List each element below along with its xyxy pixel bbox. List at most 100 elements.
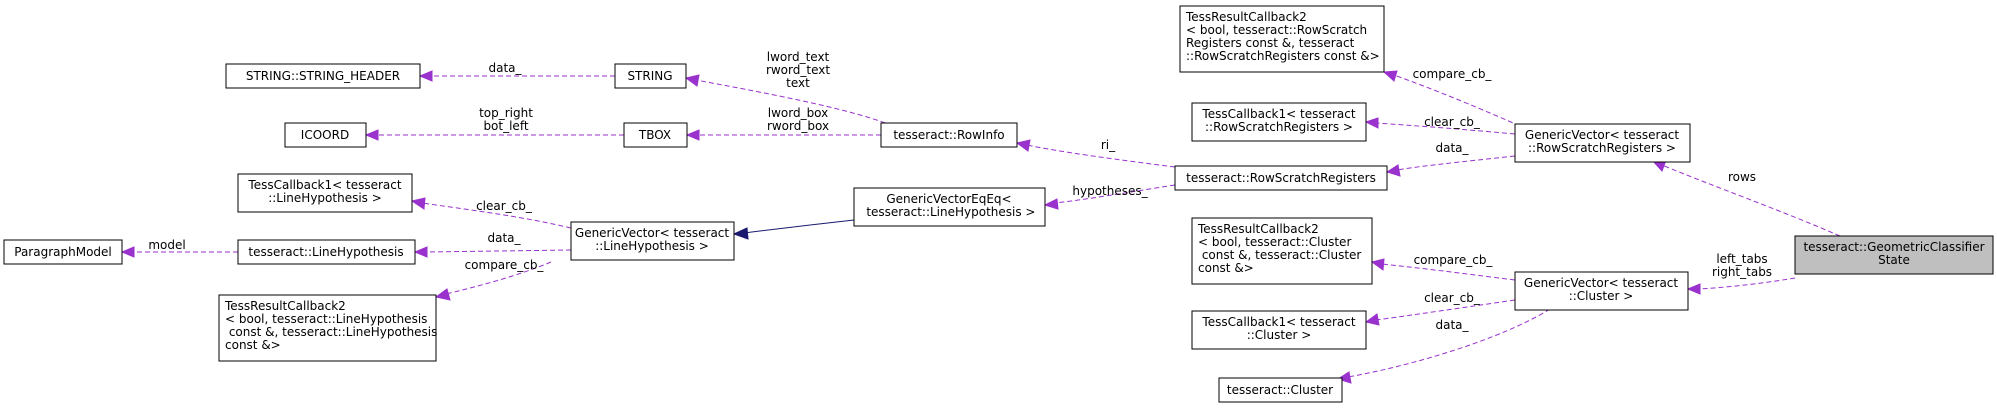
label-line: rows xyxy=(1728,170,1756,184)
edge-arrowhead xyxy=(364,129,379,141)
label-line: clear_cb_ xyxy=(476,199,533,213)
label-line: TessResultCallback2 xyxy=(1185,10,1307,24)
label-line: TessCallback1< tesseract xyxy=(1201,107,1355,121)
label-line: GenericVector< tesseract xyxy=(575,226,730,240)
edge-arrowhead xyxy=(1686,283,1701,295)
node-tc1-cluster[interactable]: TessCallback1< tesseract::Cluster > xyxy=(1191,310,1367,350)
label-line: hypotheses_ xyxy=(1072,184,1148,198)
edge-label-data-rowscratch: data_ xyxy=(1435,141,1469,155)
edge-geomstate-to-gvrs xyxy=(1661,164,1841,237)
node-gv-linehyp[interactable]: GenericVector< tesseract::LineHypothesis… xyxy=(570,221,735,261)
node-trc-cluster[interactable]: TessResultCallback2< bool, tesseract::Cl… xyxy=(1191,217,1373,285)
label-line: text xyxy=(786,76,810,90)
node-gv-rowscratch[interactable]: GenericVector< tesseract::RowScratchRegi… xyxy=(1514,123,1691,163)
edge-gvlh-to-linehyp xyxy=(424,249,572,253)
label-line: top_right xyxy=(479,106,533,120)
edge-gvcluster-to-trccluster xyxy=(1381,263,1516,281)
edge-arrowhead xyxy=(1364,313,1380,326)
label-line: < bool, tesseract::LineHypothesis xyxy=(225,312,427,326)
node-tc1-linehyp[interactable]: TessCallback1< tesseract::LineHypothesis… xyxy=(237,173,413,213)
node-label: TBOX xyxy=(638,128,671,142)
edge-geomstate-to-gvcluster xyxy=(1697,277,1796,290)
label-line: const &, tesseract::LineHypothesis xyxy=(225,325,437,339)
label-line: tesseract::GeometricClassifier xyxy=(1803,240,1984,254)
label-line: GenericVector< tesseract xyxy=(1525,128,1680,142)
label-line: data_ xyxy=(487,231,521,245)
edge-arrowhead xyxy=(1015,139,1031,152)
node-linehyp[interactable]: tesseract::LineHypothesis xyxy=(237,239,416,265)
edge-label-rows: rows xyxy=(1728,170,1756,184)
node-label: TessResultCallback2< bool, tesseract::Li… xyxy=(224,299,437,352)
edge-label-compare-rowscratch: compare_cb_ xyxy=(1413,67,1493,81)
label-line: ::RowScratchRegisters const &> xyxy=(1186,49,1380,63)
edge-arrowhead xyxy=(732,227,749,240)
label-line: TessResultCallback2 xyxy=(1197,222,1319,236)
node-rowscratch[interactable]: tesseract::RowScratchRegisters xyxy=(1174,165,1388,191)
label-line: lword_text xyxy=(767,50,830,64)
label-line: ParagraphModel xyxy=(14,245,112,259)
label-line: tesseract::LineHypothesis > xyxy=(863,205,1036,219)
label-line: < bool, tesseract::RowScratch xyxy=(1186,23,1367,37)
node-label: TessResultCallback2< bool, tesseract::Ro… xyxy=(1185,10,1380,63)
label-line: STRING xyxy=(627,69,672,83)
label-line: ICOORD xyxy=(301,128,349,142)
label-line: Registers const &, tesseract xyxy=(1186,36,1355,50)
edge-gvcluster-to-tc1cluster xyxy=(1375,299,1516,321)
node-label: tesseract::LineHypothesis xyxy=(248,245,403,259)
edge-label-data-cluster: data_ xyxy=(1435,318,1469,332)
label-line: data_ xyxy=(1435,141,1469,155)
edge-gvcluster-to-cluster xyxy=(1347,308,1551,378)
edge-label-data-string: data_ xyxy=(488,61,522,75)
node-label: tesseract::RowScratchRegisters xyxy=(1186,171,1376,185)
node-label: GenericVector< tesseract::RowScratchRegi… xyxy=(1525,128,1680,155)
node-string[interactable]: STRING xyxy=(614,63,687,89)
label-line: ::Cluster > xyxy=(1569,289,1634,303)
label-line: data_ xyxy=(1435,318,1469,332)
node-label: ParagraphModel xyxy=(14,245,112,259)
node-label: STRING::STRING_HEADER xyxy=(246,69,400,83)
label-line: ::RowScratchRegisters > xyxy=(1205,120,1353,134)
label-line: tesseract::RowScratchRegisters xyxy=(1186,171,1376,185)
label-line: left_tabs xyxy=(1716,252,1767,266)
label-line: tesseract::Cluster xyxy=(1227,383,1333,397)
node-trc-linehyp[interactable]: TessResultCallback2< bool, tesseract::Li… xyxy=(218,294,437,362)
edge-label-model: model xyxy=(148,238,185,252)
edge-rowinfo-to-string xyxy=(695,79,901,130)
label-line: ::LineHypothesis > xyxy=(595,239,709,253)
node-label: TessCallback1< tesseract::Cluster > xyxy=(1201,315,1355,342)
label-line: const &> xyxy=(1198,261,1254,275)
node-label: GenericVector< tesseract::LineHypothesis… xyxy=(575,226,730,253)
edge-gvrs-to-trcrs xyxy=(1393,74,1521,127)
node-gveq-linehyp[interactable]: GenericVectorEqEq< tesseract::LineHypoth… xyxy=(853,187,1046,227)
label-line: const &, tesseract::Cluster xyxy=(1198,248,1361,262)
node-label: ICOORD xyxy=(301,128,349,142)
node-rowinfo[interactable]: tesseract::RowInfo xyxy=(880,122,1018,148)
node-string-header[interactable]: STRING::STRING_HEADER xyxy=(225,63,421,89)
label-line: bot_left xyxy=(483,119,528,133)
label-line: TBOX xyxy=(638,128,671,142)
edge-arrowhead xyxy=(1382,70,1398,82)
node-cluster[interactable]: tesseract::Cluster xyxy=(1218,377,1343,403)
label-line: STRING::STRING_HEADER xyxy=(246,69,400,83)
label-line: rword_text xyxy=(766,63,830,77)
node-label: tesseract::Cluster xyxy=(1227,383,1333,397)
node-gv-cluster[interactable]: GenericVector< tesseract::Cluster > xyxy=(1514,271,1689,311)
node-trc-rowscratch[interactable]: TessResultCallback2< bool, tesseract::Ro… xyxy=(1179,5,1385,73)
label-line: data_ xyxy=(488,61,522,75)
edge-gveq-inherits-gv xyxy=(743,219,855,234)
edge-arrowhead xyxy=(685,129,700,141)
label-line: compare_cb_ xyxy=(465,258,545,272)
node-tbox[interactable]: TBOX xyxy=(623,122,688,148)
label-line: ::Cluster > xyxy=(1247,328,1312,342)
edge-arrowhead xyxy=(413,246,428,258)
node-paragraphmodel[interactable]: ParagraphModel xyxy=(3,239,123,265)
label-line: ::RowScratchRegisters > xyxy=(1528,141,1676,155)
edge-gvlh-to-trclh xyxy=(445,261,552,295)
node-icoord[interactable]: ICOORD xyxy=(284,122,367,148)
node-tc1-rowscratch[interactable]: TessCallback1< tesseract::RowScratchRegi… xyxy=(1191,102,1367,142)
edge-arrowhead xyxy=(410,197,426,210)
edge-arrowhead xyxy=(1370,258,1385,271)
